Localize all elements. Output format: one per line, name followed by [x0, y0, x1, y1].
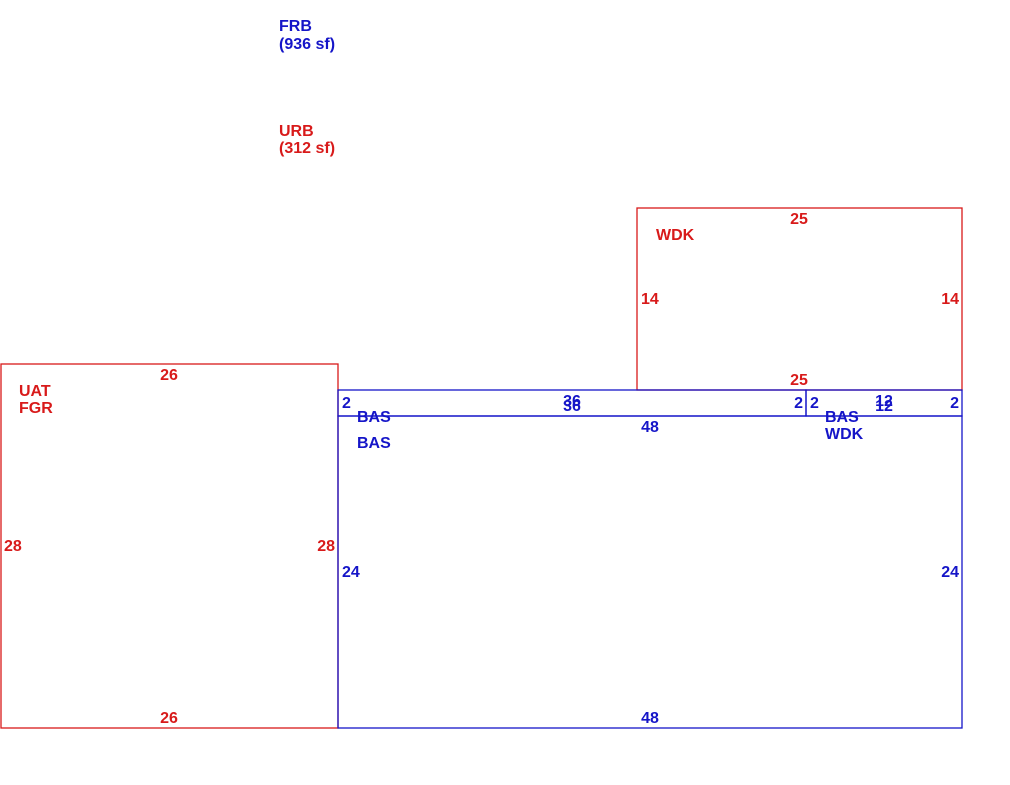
garage-outline [0, 363, 339, 729]
main-dim-bottom: 48 [641, 710, 659, 727]
strip-right-dim-right: 2 [950, 395, 959, 412]
deck-dim-right: 14 [941, 291, 959, 308]
deck-dim-top: 25 [790, 211, 808, 228]
main-outline [337, 415, 963, 729]
strip-left-dim-left: 2 [342, 395, 351, 412]
legend-frb-area: (936 sf) [279, 36, 335, 53]
deck-dim-bottom: 25 [790, 372, 808, 389]
main-code-2: BAS [357, 435, 391, 452]
deck-dim-left: 14 [641, 291, 659, 308]
deck-code: WDK [656, 227, 695, 244]
legend-urb-code: URB [279, 123, 314, 140]
garage-dim-right: 28 [317, 538, 335, 555]
garage-dim-left: 28 [4, 538, 22, 555]
strip-right-dim-bottom: 12 [875, 398, 893, 415]
strip-right-code-1: BAS [825, 409, 859, 426]
garage-dim-top: 26 [160, 367, 178, 384]
strip-right-code-2: WDK [825, 426, 864, 443]
strip-right-outline [805, 389, 963, 417]
main-dim-top: 48 [641, 419, 659, 436]
strip-left-dim-bottom: 36 [563, 398, 581, 415]
strip-right-dim-left: 2 [810, 395, 819, 412]
garage-code-2: FGR [19, 400, 53, 417]
strip-left-dim-top: 36 [563, 393, 581, 410]
main-code-1: BAS [357, 409, 391, 426]
garage-code-1: UAT [19, 383, 51, 400]
strip-left-dim-right: 2 [794, 395, 803, 412]
legend-frb-code: FRB [279, 18, 312, 35]
garage-dim-bottom: 26 [160, 710, 178, 727]
legend-urb-area: (312 sf) [279, 140, 335, 157]
main-dim-right: 24 [941, 564, 959, 581]
strip-right-dim-top: 12 [875, 393, 893, 410]
main-dim-left: 24 [342, 564, 360, 581]
